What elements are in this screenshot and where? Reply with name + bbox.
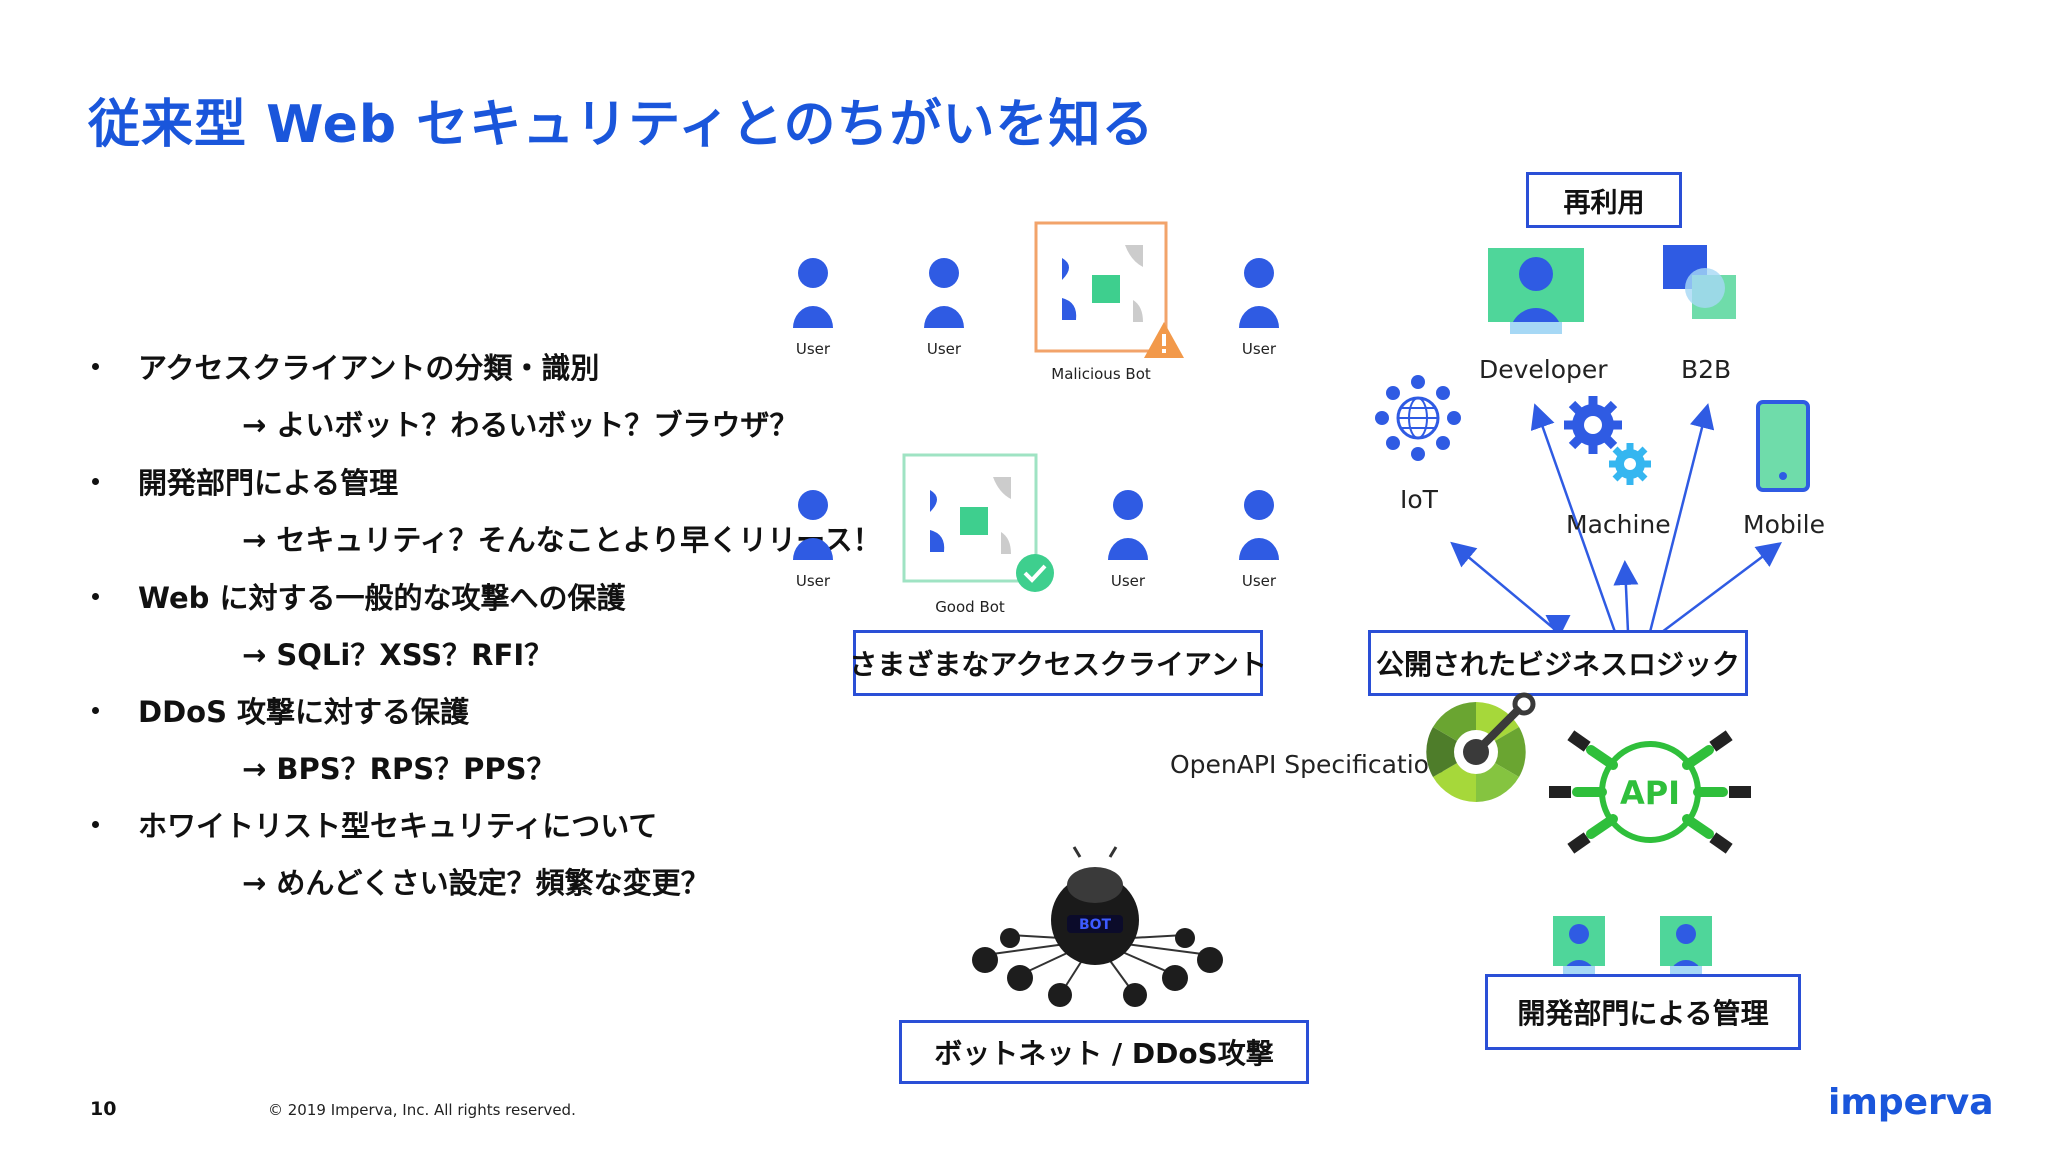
user-label: User [926,340,962,358]
imperva-logo: imperva [1828,1082,1994,1123]
bullet-marker [92,821,99,828]
bullet-subitem: → よいボット？わるいボット？ブラウザ？ [242,408,799,442]
developer-icon [1488,248,1584,334]
page-title: 従来型 Web セキュリティとのちがいを知る [88,95,1155,155]
access-clients-box: さまざまなアクセスクライアント [849,630,1267,696]
bot-screen-text: BOT [1079,917,1112,933]
page-number: 10 [90,1098,117,1120]
good-bot-icon [902,453,1038,583]
iot-label: IoT [1400,485,1438,514]
bullet-marker [92,478,99,485]
developer-label: Developer [1479,355,1608,384]
api-text: API [1620,774,1680,812]
botnet-box: ボットネット / DDoS攻撃 [899,1020,1309,1084]
good-bot-label: Good Bot [935,598,1005,616]
openapi-icon [1426,692,1536,802]
bullet-item: アクセスクライアントの分類・識別 [138,351,600,385]
gear-icon [1564,396,1651,485]
user-label: User [1241,340,1277,358]
business-logic-diagram [1375,245,1810,640]
bullet-item: DDoS 攻撃に対する保護 [138,695,470,729]
mobile-label: Mobile [1743,510,1826,539]
bullet-item: ホワイトリスト型セキュリティについて [138,809,658,843]
b2b-icon [1663,245,1736,319]
user-icon [1239,490,1279,560]
user-label: User [1110,572,1146,590]
developer-team-icon [1553,916,1712,976]
user-label: User [795,572,831,590]
reuse-box: 再利用 [1526,172,1682,228]
mobile-icon [1756,400,1810,492]
openapi-label: OpenAPI Specification [1170,750,1445,779]
bullet-subitem: → SQLi？XSS？RFI？ [242,638,554,672]
warning-icon [1144,322,1184,358]
arrow [1661,542,1782,633]
bullet-marker [92,363,99,370]
developer-icon [1660,916,1712,976]
developer-icon [1553,916,1605,976]
bullet-item: 開発部門による管理 [138,466,399,500]
bullet-subitem: → BPS？RPS？PPS？ [242,752,556,786]
user-icon [1239,258,1279,328]
bullet-subitem: → セキュリティ？そんなことより早くリリース！ [242,523,882,557]
business-logic-box: 公開されたビジネスロジック [1368,630,1748,696]
dev-management-box: 開発部門による管理 [1485,974,1801,1050]
globe-icon [1375,375,1461,461]
user-icon [924,258,964,328]
copyright: © 2019 Imperva, Inc. All rights reserved… [268,1101,576,1119]
user-icon [1108,490,1148,560]
bullet-item: Web に対する一般的な攻撃への保護 [138,581,626,615]
access-clients-diagram [793,221,1279,592]
b2b-label: B2B [1681,355,1732,384]
arrow [1613,560,1639,633]
bot-icon: BOT [972,846,1223,1007]
arrow [1450,541,1559,633]
user-icon [793,490,833,560]
bullet-marker [92,593,99,600]
user-icon [793,258,833,328]
arrow [1530,403,1617,633]
api-icon: API [1549,730,1751,854]
machine-label: Machine [1566,510,1671,539]
arrow [1648,403,1715,633]
user-label: User [795,340,831,358]
malicious-bot-label: Malicious Bot [1051,365,1151,383]
bullet-marker [92,707,99,714]
check-icon [1016,554,1054,592]
user-label: User [1241,572,1277,590]
bullet-subitem: → めんどくさい設定？頻繁な変更？ [242,866,710,900]
malicious-bot-icon [1034,221,1168,353]
